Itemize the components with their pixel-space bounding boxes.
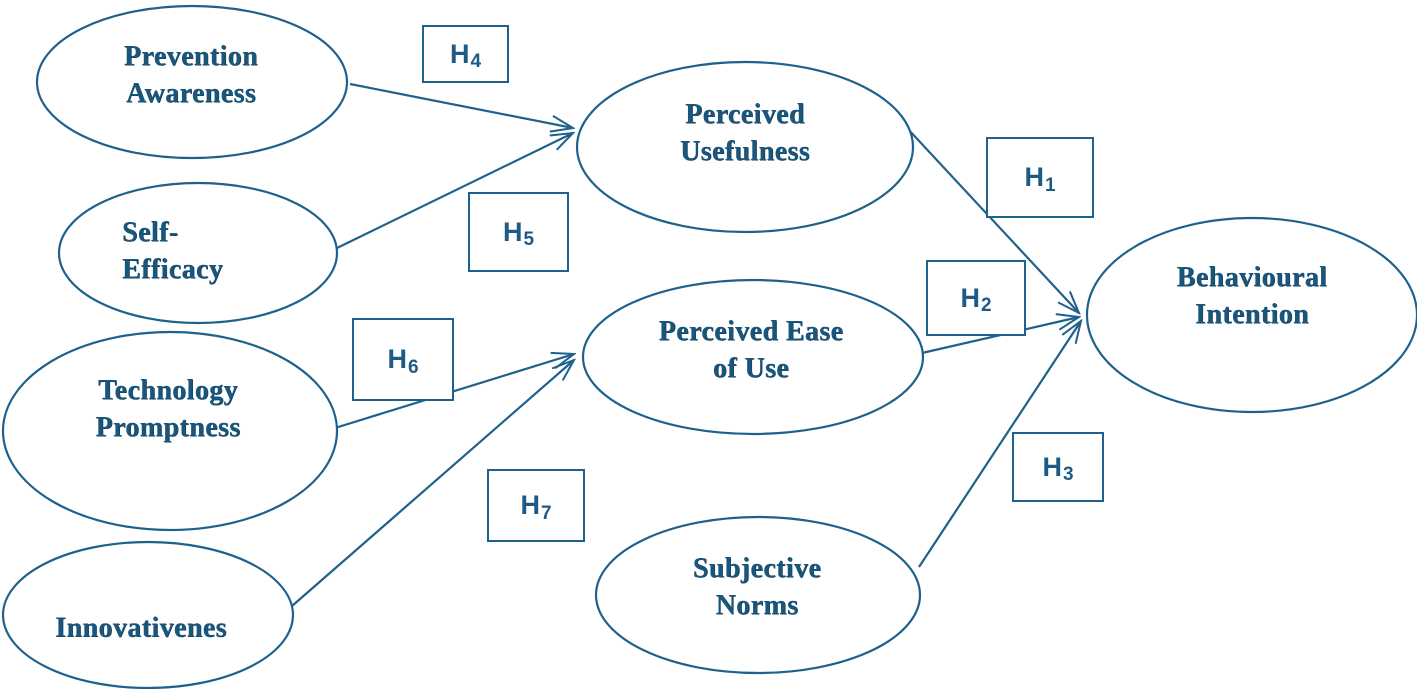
hypothesis-label-h4: H — [449, 38, 470, 69]
node-label-subjective-norms: Subjective Norms — [692, 553, 822, 621]
ellipse-perceived-ease-of-use — [581, 278, 925, 436]
hypothesis-sub-h1: 1 — [1044, 174, 1056, 196]
hypothesis-label-h2: H — [960, 282, 980, 313]
hypothesis-sub-h7: 7 — [540, 502, 552, 524]
ellipse-perceived-usefulness — [575, 60, 915, 234]
ellipse-self-efficacy — [57, 181, 339, 325]
node-label-perceived-ease-of-use: Perceived Ease of Use — [658, 316, 844, 384]
ellipse-innovativenes — [1, 540, 295, 689]
arrow-h3-norms-to-intention — [918, 321, 1081, 568]
arrow-h5-selfefficacy-to-usefulness — [336, 133, 573, 249]
hypothesis-sub-h4: 4 — [470, 51, 482, 72]
hypothesis-label-h3: H — [1042, 451, 1062, 482]
hypothesis-label-h6: H — [387, 344, 407, 374]
arrow-h7-innovativenes-to-easeofuse — [291, 360, 574, 607]
hypothesis-sub-h2: 2 — [980, 295, 992, 316]
hypothesis-label-h1: H — [1024, 162, 1044, 192]
node-label-behavioural-intention: Behavioural Intention — [1176, 262, 1328, 330]
node-label-perceived-usefulness: Perceived Usefulness — [679, 99, 811, 167]
hypothesis-sub-h6: 6 — [407, 356, 419, 378]
hypothesis-label-h5: H — [502, 216, 523, 247]
node-label-technology-promptness: Technology Promptness — [95, 375, 241, 443]
ellipse-behavioural-intention — [1085, 216, 1417, 414]
node-label-prevention-awareness: Prevention Awareness — [123, 41, 259, 109]
ellipse-prevention-awareness — [35, 4, 349, 160]
ellipse-technology-promptness — [1, 330, 339, 532]
arrow-h4-prevention-to-usefulness — [349, 82, 573, 128]
ellipse-subjective-norms — [594, 515, 922, 675]
arrow-h6-promptness-to-easeofuse — [334, 354, 574, 430]
hypothesis-label-h7: H — [520, 490, 540, 520]
hypothesis-sub-h5: 5 — [523, 229, 535, 250]
hypothesis-sub-h3: 3 — [1062, 464, 1074, 485]
node-label-self-efficacy: Self- Efficacy — [122, 217, 224, 285]
arrow-h1-usefulness-to-intention — [906, 127, 1079, 313]
node-label-innovativenes: Innovativenes — [55, 612, 227, 644]
